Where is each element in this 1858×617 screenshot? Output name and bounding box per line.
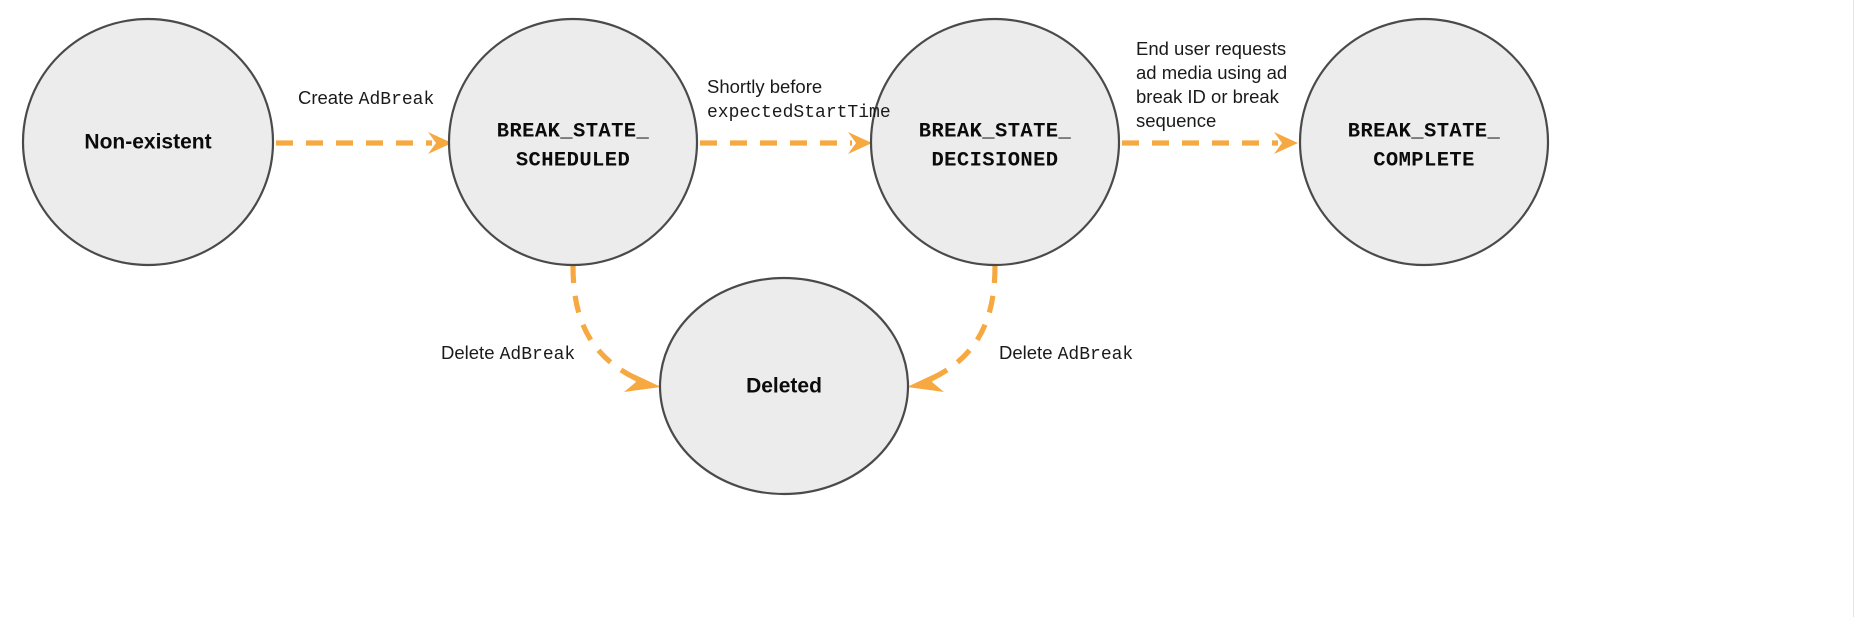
edge-labels-layer: Create AdBreak Shortly before expectedSt… [298, 38, 1292, 365]
node-non-existent[interactable]: Non-existent [21, 17, 275, 267]
edge-shortly-before-expectedstarttime[interactable] [700, 132, 872, 154]
arrow-head-icon [428, 132, 452, 154]
node-label: Non-existent [84, 131, 211, 154]
arrow-head-icon [624, 371, 661, 392]
node-label-line-2: COMPLETE [1373, 149, 1475, 172]
edge-line [570, 265, 647, 386]
node-shape [1298, 17, 1550, 267]
node-deleted[interactable]: Deleted [658, 276, 910, 496]
node-break-state-decisioned[interactable]: BREAK_STATE_ DECISIONED [869, 17, 1121, 267]
node-label-line-2: DECISIONED [931, 149, 1058, 172]
edge-delete-adbreak-from-decisioned[interactable] [907, 265, 998, 392]
node-shape [447, 17, 699, 267]
viewport-right-border [1853, 0, 1854, 617]
edge-label-shortly-before-expectedstarttime: Shortly before expectedStartTime [707, 76, 891, 123]
node-shape [21, 17, 275, 267]
edge-label-end-user-requests-ad-media: End user requests ad media using ad brea… [1136, 38, 1292, 131]
edge-line [921, 265, 998, 386]
node-label-line-2: SCHEDULED [516, 149, 630, 172]
node-label-line-1: BREAK_STATE_ [497, 120, 650, 143]
edge-label-delete-adbreak-from-scheduled: Delete AdBreak [441, 342, 575, 365]
edge-label-delete-adbreak-from-decisioned: Delete AdBreak [999, 342, 1133, 365]
node-shape [869, 17, 1121, 267]
edges-layer [276, 132, 1298, 392]
arrow-head-icon [848, 132, 872, 154]
edge-create-adbreak[interactable] [276, 132, 452, 154]
node-shape [658, 276, 910, 496]
edge-delete-adbreak-from-scheduled[interactable] [570, 265, 661, 392]
node-label: Deleted [746, 375, 822, 398]
edge-end-user-requests-ad-media[interactable] [1122, 132, 1298, 154]
node-label-line-1: BREAK_STATE_ [1348, 120, 1501, 143]
arrow-head-icon [907, 371, 944, 392]
nodes-layer: Non-existent BREAK_STATE_ SCHEDULED BREA… [21, 17, 1550, 496]
node-break-state-scheduled[interactable]: BREAK_STATE_ SCHEDULED [447, 17, 699, 267]
arrow-head-icon [1274, 132, 1298, 154]
node-label-line-1: BREAK_STATE_ [919, 120, 1072, 143]
node-break-state-complete[interactable]: BREAK_STATE_ COMPLETE [1298, 17, 1550, 267]
edge-label-create-adbreak: Create AdBreak [298, 87, 434, 110]
